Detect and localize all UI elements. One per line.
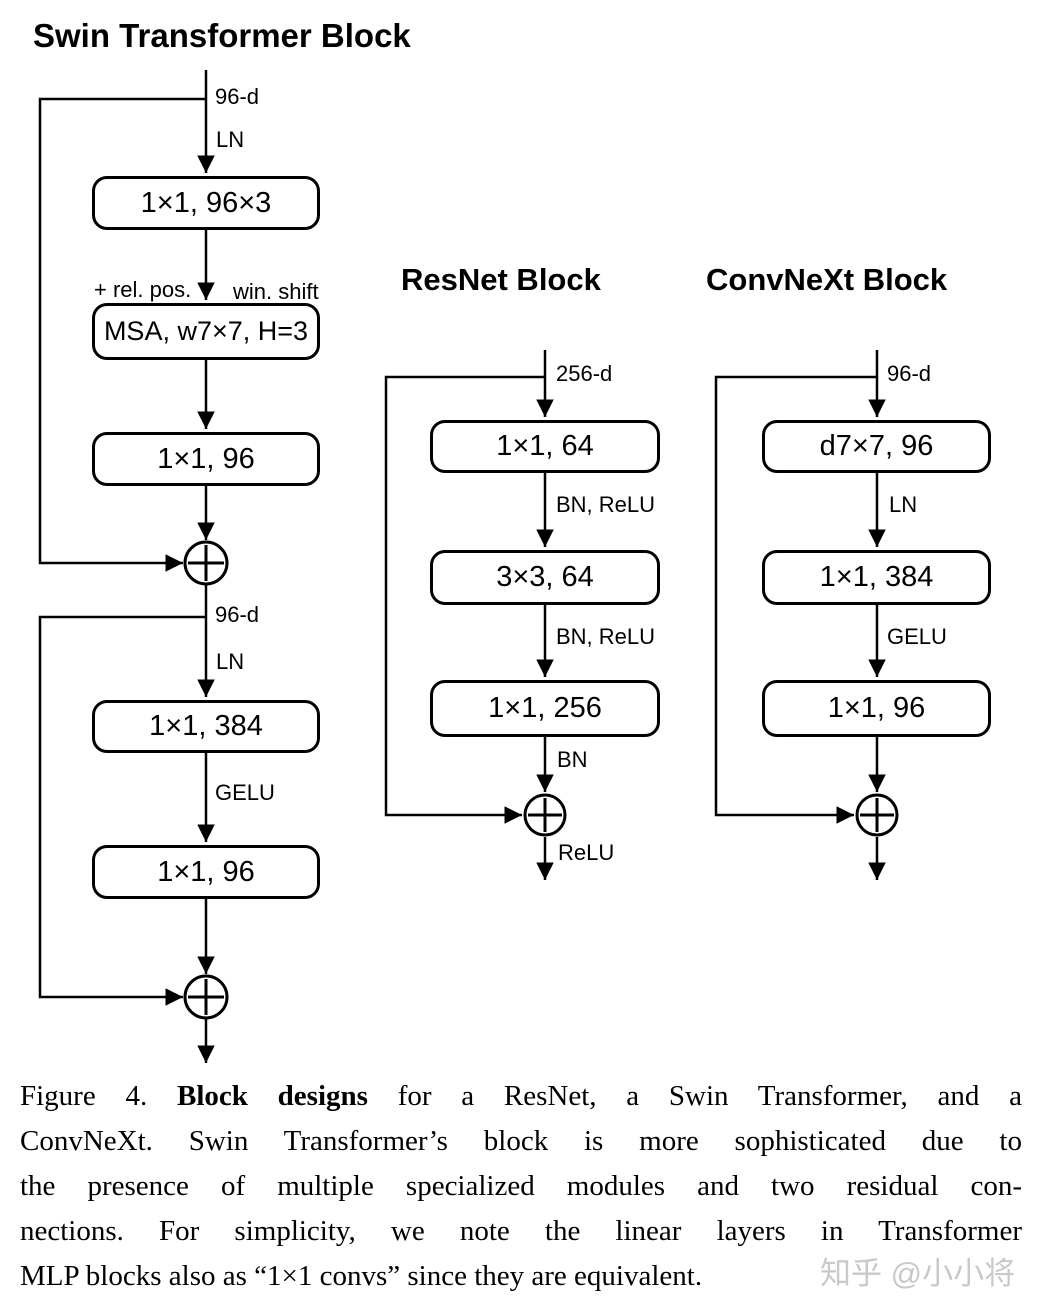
resnet-residual-path <box>384 375 545 824</box>
swin-msa-box: MSA, w7×7, H=3 <box>92 303 320 360</box>
caption-line-4: nections. For simplicity, we note the li… <box>20 1215 1022 1247</box>
convnext-connectors <box>714 350 886 880</box>
convnext-sum-node-icon <box>855 793 899 837</box>
caption-line-5: MLP blocks also as “1×1 convs” since the… <box>20 1260 703 1292</box>
resnet-bn-relu-label-2: BN, ReLU <box>556 624 656 649</box>
swin-input-dim-label: 96-d <box>215 84 260 109</box>
caption-line-3: the presence of multiple specialized mod… <box>20 1170 1022 1202</box>
convnext-block-title: ConvNeXt Block <box>706 262 948 297</box>
swin-win-shift-label: win. shift <box>233 279 319 304</box>
convnext-gelu-label: GELU <box>887 624 947 649</box>
swin-sum-node-1-icon <box>183 540 229 586</box>
caption-line-1-rest: for a ResNet, a Swin Transformer, and a <box>397 1080 1023 1112</box>
swin-mlp-box-2: 1×1, 96 <box>92 845 320 899</box>
resnet-conv-box-1: 1×1, 64 <box>430 420 660 473</box>
swin-mid-dim-label: 96-d <box>215 602 260 627</box>
convnext-conv-box-2: 1×1, 96 <box>762 680 991 737</box>
watermark: 知乎 @小小将 <box>820 1256 1016 1291</box>
resnet-block-title: ResNet Block <box>401 262 601 297</box>
swin-residual-path-2 <box>38 615 206 1006</box>
swin-rel-pos-label: + rel. pos. <box>94 277 192 302</box>
resnet-bn-relu-label-1: BN, ReLU <box>556 492 656 517</box>
resnet-sum-node-icon <box>523 793 567 837</box>
swin-connectors <box>38 70 215 1063</box>
convnext-conv-box-1: 1×1, 384 <box>762 550 991 605</box>
swin-ln-label-1: LN <box>216 127 245 152</box>
convnext-dwconv-box: d7×7, 96 <box>762 420 991 473</box>
resnet-relu-out-label: ReLU <box>558 840 615 865</box>
swin-mlp-box-1: 1×1, 384 <box>92 700 320 753</box>
caption-line-2: ConvNeXt. Swin Transformer’s block is mo… <box>20 1125 1022 1157</box>
convnext-ln-label: LN <box>889 492 918 517</box>
caption-figure-number: Figure 4. <box>20 1080 148 1112</box>
resnet-conv-box-2: 3×3, 64 <box>430 550 660 605</box>
caption-bold-title: Block designs <box>177 1080 368 1112</box>
convnext-input-dim-label: 96-d <box>887 361 932 386</box>
figure-caption: Figure 4. Block designs for a ResNet, a … <box>20 1074 1022 1299</box>
swin-sum-node-2-icon <box>183 974 229 1020</box>
caption-line-1: Figure 4. Block designs for a ResNet, a … <box>20 1074 1022 1119</box>
swin-ln-label-2: LN <box>216 649 245 674</box>
swin-residual-path-1 <box>38 97 206 572</box>
resnet-connectors <box>384 350 554 880</box>
resnet-bn-label: BN <box>557 747 588 772</box>
convnext-residual-path <box>714 375 877 824</box>
swin-gelu-label: GELU <box>215 780 275 805</box>
resnet-input-dim-label: 256-d <box>556 361 613 386</box>
swin-conv-box-2: 1×1, 96 <box>92 432 320 486</box>
swin-conv-box-1: 1×1, 96×3 <box>92 176 320 230</box>
resnet-conv-box-3: 1×1, 256 <box>430 680 660 737</box>
swin-block-title: Swin Transformer Block <box>33 17 411 54</box>
